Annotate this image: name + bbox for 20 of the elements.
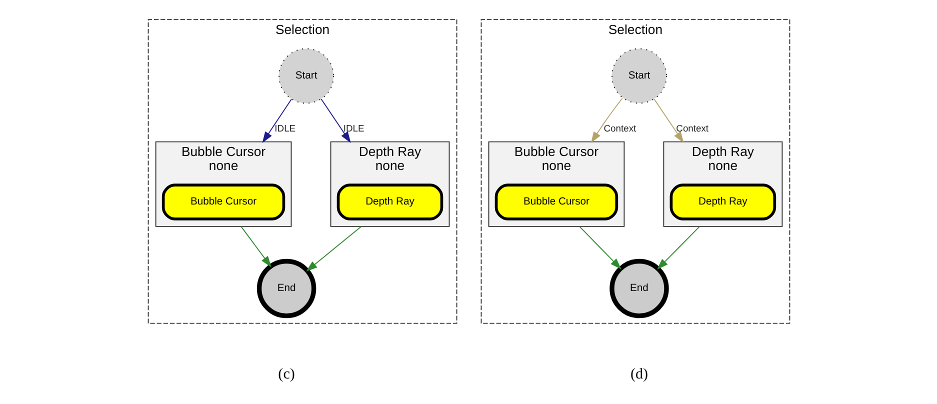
- arrow: [306, 226, 362, 272]
- arrow: [240, 226, 271, 268]
- arrow: [590, 98, 622, 143]
- node-circle: Start: [611, 48, 666, 104]
- arrow: [656, 226, 700, 270]
- arrow: [653, 98, 684, 143]
- node-box: Depth Ray: [336, 184, 443, 220]
- node-box: Bubble Cursor: [494, 184, 618, 220]
- node-circle: Start: [278, 48, 334, 104]
- edge-label: IDLE: [274, 122, 296, 134]
- arrow: [578, 226, 621, 270]
- arrow: [262, 98, 292, 143]
- edge-label: Context: [603, 122, 636, 134]
- node-box: Depth Ray: [669, 184, 776, 220]
- node-box: Bubble Cursor: [161, 184, 285, 220]
- label: (d): [630, 366, 648, 383]
- arrow: [320, 98, 350, 143]
- edge-label: Context: [676, 122, 708, 134]
- label: (c): [278, 366, 294, 383]
- edge-label: IDLE: [342, 122, 364, 134]
